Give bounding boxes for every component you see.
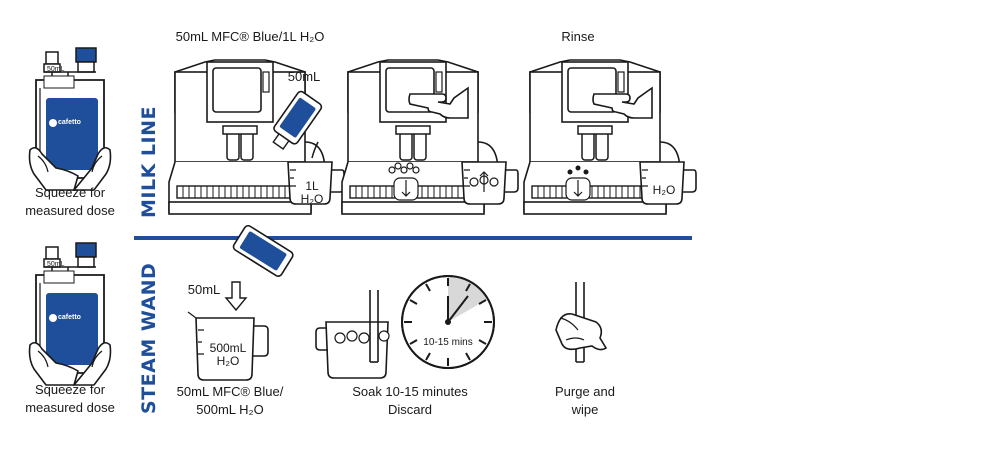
pour-bottle-icon-1	[272, 90, 323, 150]
steam-wand-step2-caption-line1: Soak 10-15 minutes	[352, 384, 468, 399]
pour-bottle-icon-2	[232, 224, 294, 277]
bubbles-icon-2	[388, 162, 420, 201]
bottle-dose-label-bottom: 50mL	[47, 261, 65, 268]
steam-wand-step1-jug-line2: H₂O	[216, 354, 240, 368]
clock-icon	[401, 275, 495, 369]
milk-line-step3-title: Rinse	[561, 29, 595, 44]
bottle-dose-label-top: 50mL	[47, 66, 65, 73]
bottle-brand-top: cafetto	[58, 119, 81, 126]
steam-wand-step1-caption-line2: 500mL H₂O	[196, 402, 264, 417]
section-label-steam-wand: STEAM WAND	[138, 262, 160, 414]
steam-wand-step3-caption-line2: wipe	[571, 402, 599, 417]
cloth-icon	[555, 313, 608, 351]
bottle-caption-top-line2: measured dose	[25, 203, 115, 218]
milk-line-step1-title: 50mL MFC® Blue/1L H₂O	[175, 29, 325, 44]
milk-line-step1-jug-line1: 1L	[305, 179, 319, 193]
pour-arrow-icon	[224, 281, 248, 312]
bottle-caption-bottom-line1: Squeeze for	[34, 382, 106, 397]
drops-icon-3	[565, 165, 591, 201]
bottle-caption-top-line1: Squeeze for	[34, 185, 106, 200]
jug-icon-2	[461, 161, 519, 205]
milk-line-step3-jug: H₂O	[652, 183, 676, 197]
milk-line-step1-jug-line2: H₂O	[300, 192, 324, 206]
steam-wand-icon-1	[369, 290, 379, 363]
section-label-milk-line: MILK LINE	[138, 106, 160, 218]
milk-line-step1-pour: 50mL	[287, 69, 321, 84]
steam-wand-step1-pour: 50mL	[187, 282, 221, 297]
steam-wand-step2-caption-line2: Discard	[387, 402, 433, 417]
pour-stream-1	[311, 141, 319, 159]
steam-wand-step3-caption-line1: Purge and	[555, 384, 615, 399]
bottle-caption-bottom-line2: measured dose	[25, 400, 115, 415]
bottle-brand-bottom: cafetto	[58, 314, 81, 321]
clock-label: 10-15 mins	[423, 337, 473, 348]
jug-icon-4	[187, 311, 269, 381]
steam-wand-step1-jug-line1: 500mL	[209, 341, 247, 355]
steam-wand-step1-caption-line1: 50mL MFC® Blue/	[176, 384, 284, 399]
jug-icon-5	[315, 321, 390, 379]
